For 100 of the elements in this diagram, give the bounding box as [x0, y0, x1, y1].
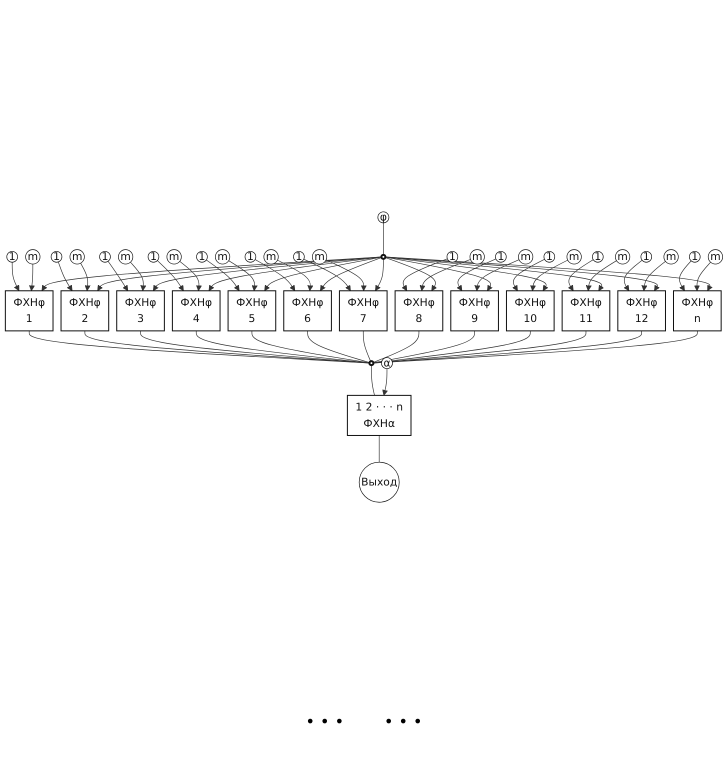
node-circle: 1 — [640, 251, 652, 263]
node-circle: 1 — [689, 251, 701, 263]
arrow — [303, 259, 351, 292]
arrow — [179, 261, 202, 292]
arrow — [157, 260, 184, 292]
node-circle — [368, 360, 374, 366]
arrow — [420, 259, 471, 292]
node-circle: 1 — [446, 251, 458, 263]
connector — [362, 330, 371, 362]
connector — [371, 365, 375, 396]
connector — [378, 435, 380, 463]
arrow — [385, 256, 548, 292]
node-circle: m — [264, 249, 279, 265]
node-box: ФХНφ 12 — [617, 290, 666, 332]
node-circle: m — [166, 249, 182, 265]
node-circle — [380, 254, 386, 260]
node-circle: 1 — [495, 251, 507, 263]
node-box: 1 2 · · · n ФХНα — [346, 395, 412, 436]
arrow — [264, 257, 382, 292]
node-box: ФХНφ 9 — [450, 290, 499, 332]
arrow — [474, 260, 520, 292]
node-circle: m — [215, 249, 230, 265]
arrow — [42, 256, 382, 292]
connector — [140, 330, 370, 364]
arrow — [206, 260, 240, 292]
arrow — [456, 258, 496, 292]
node-circle: φ — [378, 212, 390, 224]
node-circle: 1 — [293, 251, 305, 263]
arrow — [375, 258, 384, 292]
node-box: ФХНφ 11 — [562, 290, 610, 332]
arrow — [568, 260, 594, 292]
node-box: ФХНφ 3 — [116, 290, 165, 332]
node-box: ФХНφ 7 — [338, 290, 388, 332]
connector — [383, 222, 384, 256]
node-box: ФХНφ n — [673, 290, 722, 332]
node-box: ФХНφ 5 — [228, 290, 276, 332]
node-circle: m — [518, 249, 534, 265]
arrow — [277, 260, 314, 292]
node-circle: m — [470, 249, 485, 265]
connector — [373, 330, 642, 364]
connector — [373, 330, 698, 364]
connector — [372, 330, 420, 363]
arrow — [385, 256, 604, 292]
ellipsis-dots: • • • — [306, 712, 344, 731]
arrow — [108, 261, 128, 292]
node-circle: m — [70, 249, 85, 265]
node-circle: α — [381, 357, 393, 370]
arrow — [679, 260, 692, 292]
arrow — [97, 256, 382, 292]
arrow — [254, 259, 296, 292]
connector — [84, 330, 370, 364]
node-box: ФХНφ 10 — [506, 290, 555, 332]
arrow — [512, 259, 545, 292]
node-circle: m — [664, 249, 679, 265]
node-box: ФХНφ 2 — [60, 290, 110, 332]
node-circle: m — [566, 249, 582, 265]
node-circle: m — [118, 249, 134, 265]
node-box: ФХНφ 6 — [283, 290, 332, 332]
node-circle: m — [25, 249, 40, 265]
arrow — [642, 261, 666, 292]
node-circle: 1 — [244, 251, 256, 263]
arrow — [208, 256, 382, 292]
node-circle: m — [708, 249, 723, 265]
node-circle: 1 — [99, 251, 111, 263]
arrow — [130, 262, 146, 292]
node-circle: 1 — [196, 251, 208, 263]
arrow — [530, 260, 568, 292]
node-circle: 1 — [592, 251, 604, 263]
node-box: ФХНφ 4 — [172, 290, 221, 332]
node-circle: m — [615, 249, 630, 265]
ellipsis-dots: • • • — [384, 712, 422, 731]
arrow — [152, 256, 382, 292]
node-circle: 1 — [148, 251, 160, 263]
arrow — [12, 262, 20, 292]
node-circle: 1 — [50, 251, 62, 263]
arrow — [694, 262, 711, 292]
connector — [252, 330, 370, 364]
arrow — [402, 258, 448, 292]
arrow — [624, 260, 642, 292]
connector — [373, 330, 531, 364]
arrow — [228, 260, 258, 292]
arrow — [326, 260, 367, 292]
arrow — [385, 256, 660, 292]
node-circle: m — [312, 249, 328, 265]
connector — [28, 330, 370, 364]
connector — [196, 330, 370, 364]
arrow — [29, 264, 35, 292]
arrow — [385, 257, 493, 292]
arrow — [80, 263, 91, 292]
node-circle: Выход — [358, 462, 400, 503]
connector — [373, 330, 586, 364]
arrow — [58, 262, 72, 292]
node-box: ФХНφ 8 — [394, 290, 444, 332]
connector — [307, 330, 370, 364]
arrow — [385, 256, 713, 292]
connector — [373, 330, 475, 364]
arrow — [384, 257, 438, 292]
node-circle: 1 — [544, 251, 556, 263]
node-circle: 1 — [6, 251, 18, 263]
arrow — [382, 368, 388, 396]
